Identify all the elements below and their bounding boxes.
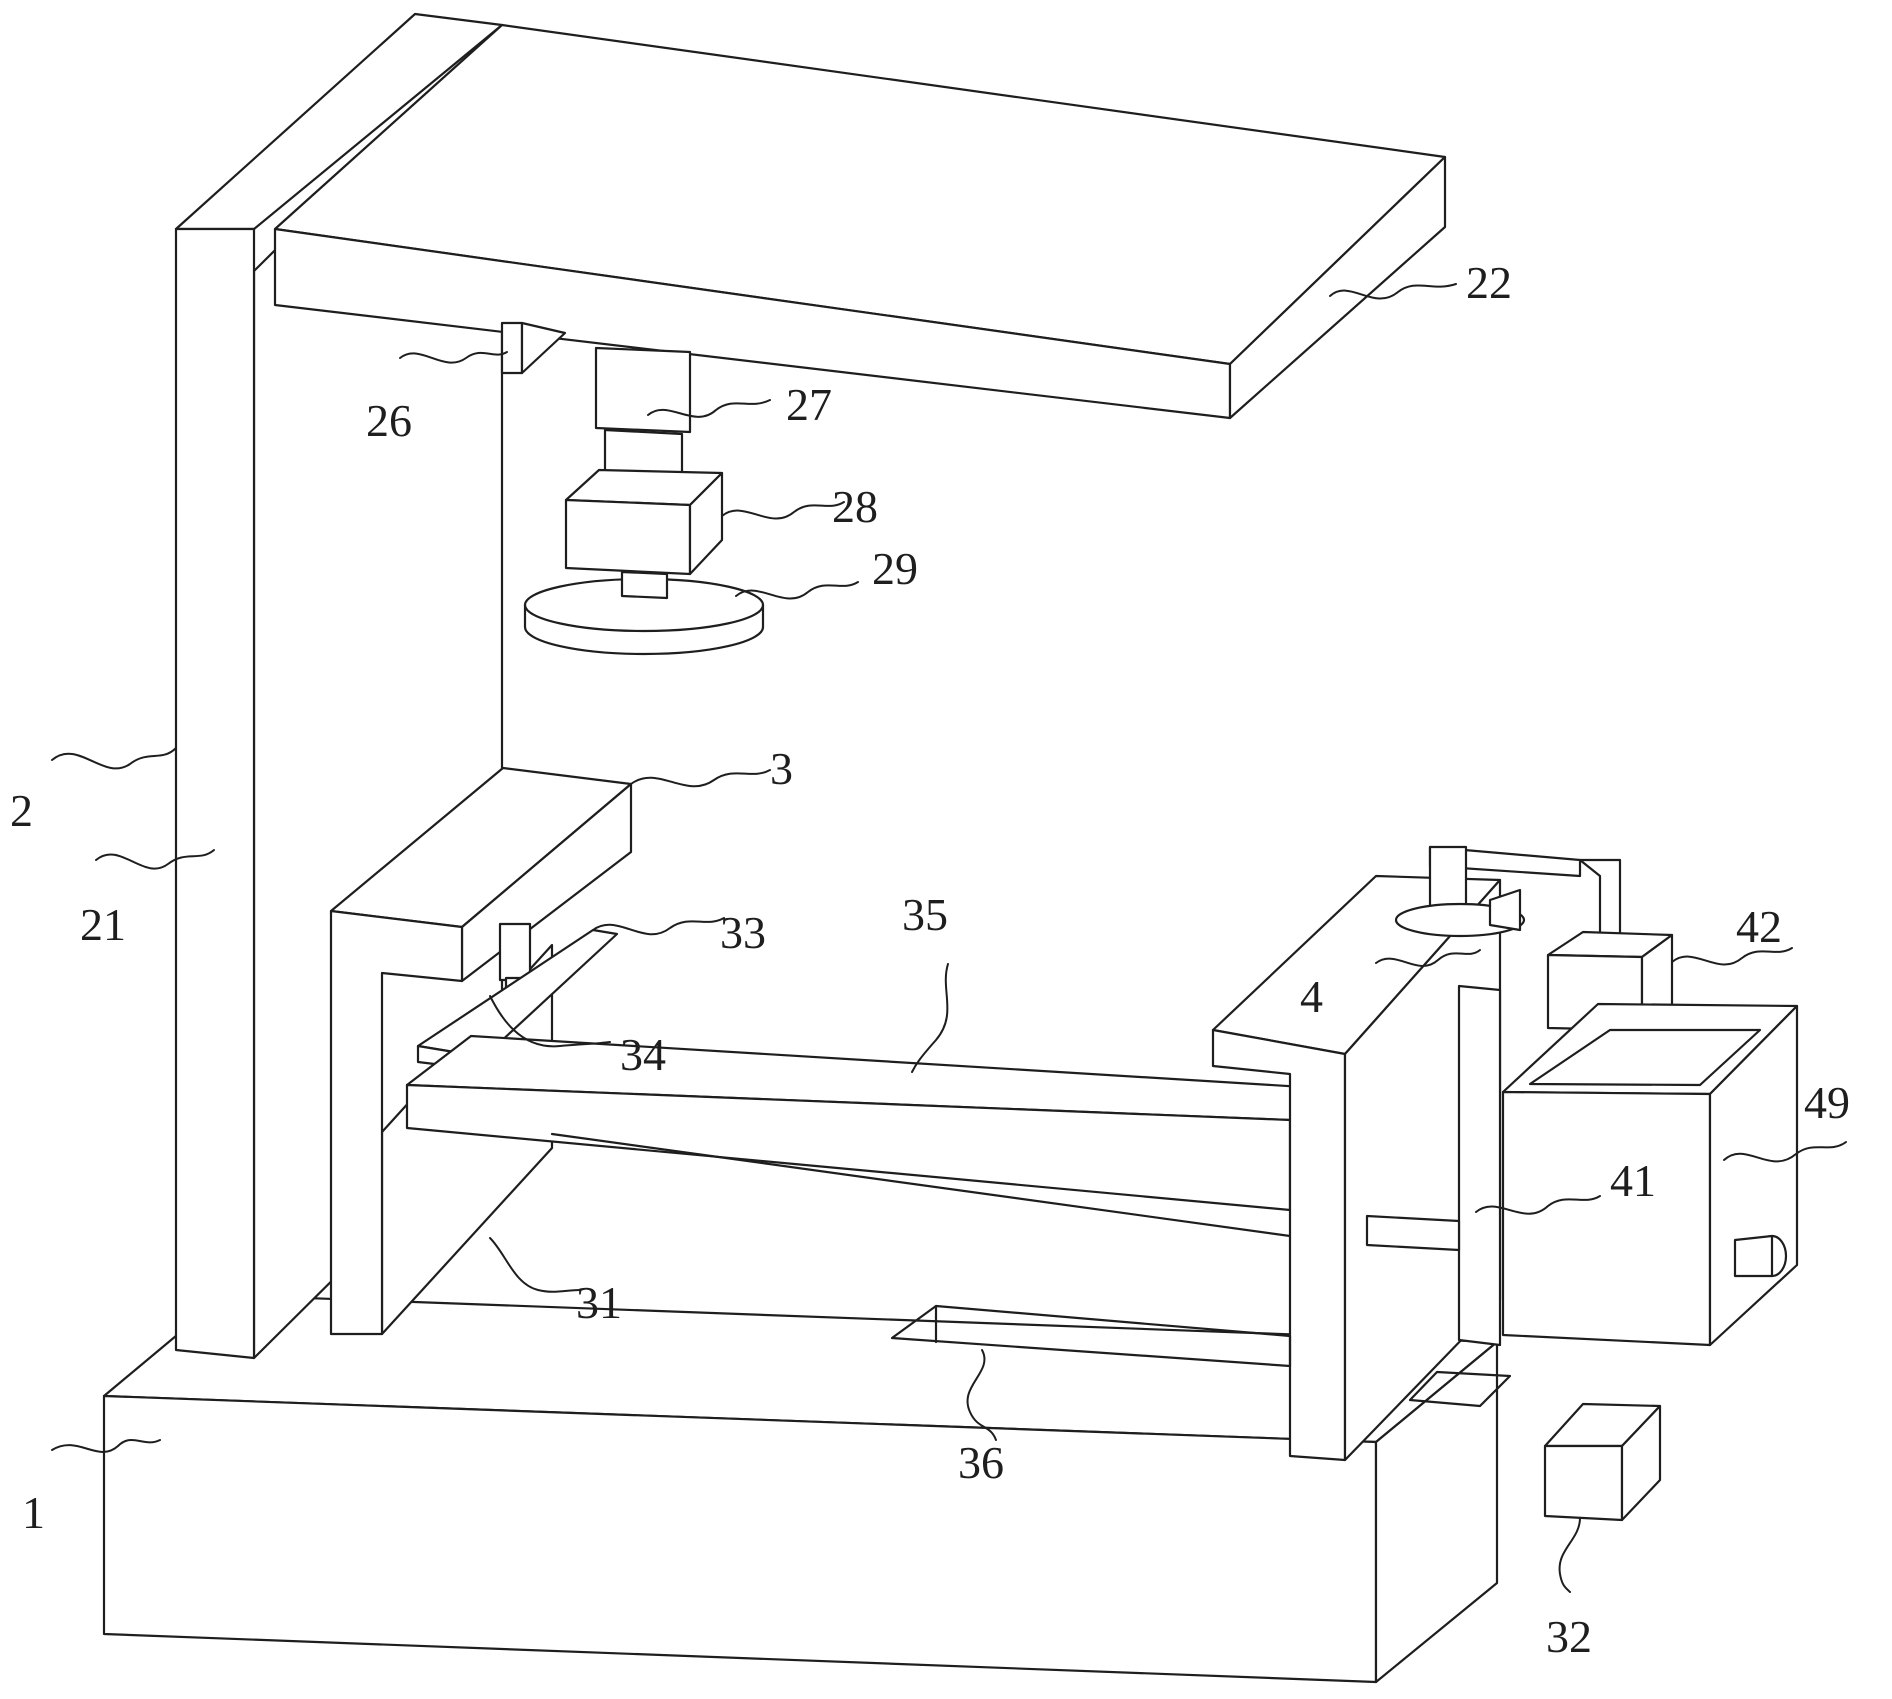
label-41: 41 (1610, 1155, 1656, 1206)
polishing-disc (525, 572, 763, 654)
bracket-block (502, 323, 565, 373)
label-49: 49 (1804, 1077, 1850, 1128)
label-22: 22 (1466, 257, 1512, 308)
label-4: 4 (1300, 971, 1323, 1022)
label-27: 27 (786, 379, 832, 430)
label-32: 32 (1546, 1611, 1592, 1662)
label-2: 2 (10, 785, 33, 836)
label-21: 21 (80, 899, 126, 950)
label-33: 33 (720, 907, 766, 958)
label-42: 42 (1736, 901, 1782, 952)
label-1: 1 (22, 1487, 45, 1538)
label-36: 36 (958, 1437, 1004, 1488)
head-block (566, 470, 722, 574)
label-29: 29 (872, 543, 918, 594)
label-3: 3 (770, 743, 793, 794)
label-28: 28 (832, 481, 878, 532)
guide-rail (407, 1036, 1320, 1236)
label-35: 35 (902, 889, 948, 940)
label-31: 31 (576, 1277, 622, 1328)
label-34: 34 (620, 1029, 666, 1080)
base-plate (104, 1295, 1497, 1682)
label-26: 26 (366, 395, 412, 446)
side-box (1545, 1404, 1660, 1520)
spindle-motor (596, 348, 690, 490)
